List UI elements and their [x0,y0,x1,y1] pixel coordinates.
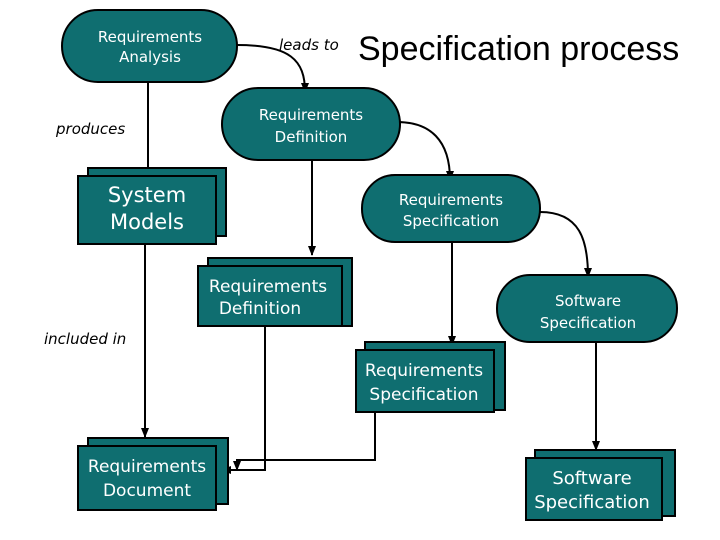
label-line-2: Models [110,210,184,234]
label-line-1: Requirements [98,28,202,46]
label-line-1: Requirements [399,191,503,209]
produces-label: produces [55,120,125,138]
connectors [141,44,600,474]
leads-to-label: leads to [279,36,339,54]
label-line-1: Software [555,292,621,310]
document-requirements-specification: Requirements Specification [355,341,506,413]
arrow-analysis-to-definition [236,44,309,93]
label-line-2: Definition [219,299,301,319]
process-software-specification: Software Specification [496,274,678,343]
page-title: Specification process [358,30,679,68]
arrow-definition-to-specification [396,121,454,181]
document-system-models: System Models [77,167,227,245]
process-requirements-definition: Requirements Definition [221,87,401,161]
document-requirements-definition: Requirements Definition [197,257,353,327]
label-line-1: Requirements [88,457,206,477]
label-line-2: Specification [534,492,650,513]
label-line-2: Specification [403,212,499,230]
label-line-2: Document [103,481,191,501]
label-line-1: Requirements [209,277,327,297]
label-line-1: Software [552,468,631,489]
label-line-1: Requirements [259,106,363,124]
label-line-1: System [108,183,186,207]
process-requirements-analysis: Requirements Analysis [61,9,238,83]
label-line-2: Definition [275,128,348,146]
process-requirements-specification: Requirements Specification [361,174,541,243]
arrow-spec-doc-to-req-doc [233,413,376,471]
document-requirements-document: Requirements Document [77,437,229,511]
arrow-specification-to-software [539,211,592,278]
label-line-2: Specification [540,314,636,332]
label-line-2: Specification [369,385,478,405]
included-in-label: included in [44,330,126,348]
label-line-2: Analysis [119,48,181,66]
label-line-1: Requirements [365,361,483,381]
document-software-specification: Software Specification [525,449,676,521]
